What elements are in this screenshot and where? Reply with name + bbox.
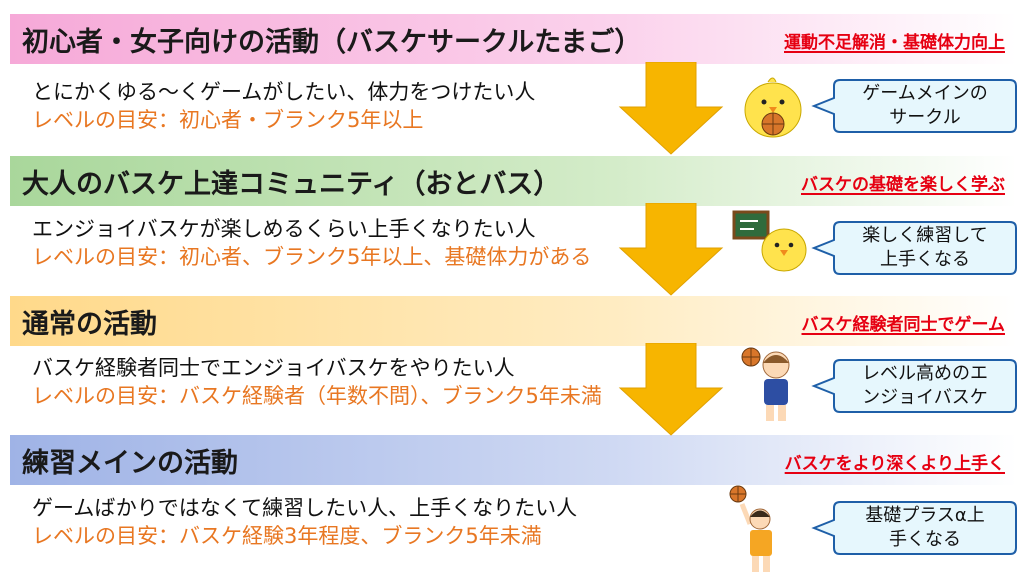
speech-bubble: [811, 501, 1017, 555]
section-level: レベルの目安：初心者・ブランク5年以上: [32, 108, 424, 132]
section-level: レベルの目安：初心者、ブランク5年以上、基礎体力がある: [32, 245, 592, 269]
section-description: エンジョイバスケが楽しめるくらい上手くなりたい人: [32, 217, 536, 241]
speech-bubble-text: 楽しく練習して上手くなる: [862, 225, 988, 270]
speech-bubble-text: 基礎プラスα上手くなる: [865, 505, 985, 550]
speech-bubble: [811, 221, 1017, 275]
down-arrow-icon: [618, 343, 724, 436]
section-tagline: バスケ経験者同士でゲーム: [801, 315, 1006, 335]
section-tagline: バスケの基礎を楽しく学ぶ: [801, 175, 1005, 195]
section-tagline: バスケをより深くより上手く: [784, 454, 1005, 474]
speech-bubble: [811, 79, 1017, 133]
section-description: バスケ経験者同士でエンジョイバスケをやりたい人: [32, 356, 515, 380]
down-arrow-icon: [618, 203, 724, 296]
down-arrow-icon: [618, 62, 724, 155]
section-level: レベルの目安：バスケ経験者（年数不問）、ブランク5年未満: [32, 384, 602, 408]
section-band-4: 練習メインの活動 バスケをより深くより上手く: [10, 435, 1017, 485]
section-tagline: 運動不足解消・基礎体力向上: [784, 33, 1005, 53]
section-description: とにかくゆる～くゲームがしたい、体力をつけたい人: [32, 80, 536, 104]
section-title: 大人のバスケ上達コミュニティ（おとバス）: [22, 169, 561, 200]
section-description: ゲームばかりではなくて練習したい人、上手くなりたい人: [32, 496, 578, 520]
section-level: レベルの目安：バスケ経験3年程度、ブランク5年未満: [32, 524, 542, 548]
section-band-3: 通常の活動 バスケ経験者同士でゲーム: [10, 296, 1017, 346]
boy-shooting-icon: [729, 485, 772, 572]
speech-bubble-text: ゲームメインのサークル: [862, 83, 988, 128]
section-band-1: 初心者・女子向けの活動（バスケサークルたまご） 運動不足解消・基礎体力向上: [10, 14, 1017, 64]
girl-basketball-icon: [741, 347, 790, 421]
chick-blackboard-icon: [732, 210, 807, 272]
section-band-2: 大人のバスケ上達コミュニティ（おとバス） バスケの基礎を楽しく学ぶ: [10, 156, 1017, 206]
section-title: 通常の活動: [22, 309, 157, 340]
speech-bubble-text: レベル高めのエンジョイバスケ: [862, 363, 988, 408]
speech-bubble: [811, 359, 1017, 413]
section-title: 初心者・女子向けの活動（バスケサークルたまご）: [22, 27, 642, 58]
chick-basketball-icon: [744, 77, 802, 138]
section-title: 練習メインの活動: [22, 448, 238, 479]
